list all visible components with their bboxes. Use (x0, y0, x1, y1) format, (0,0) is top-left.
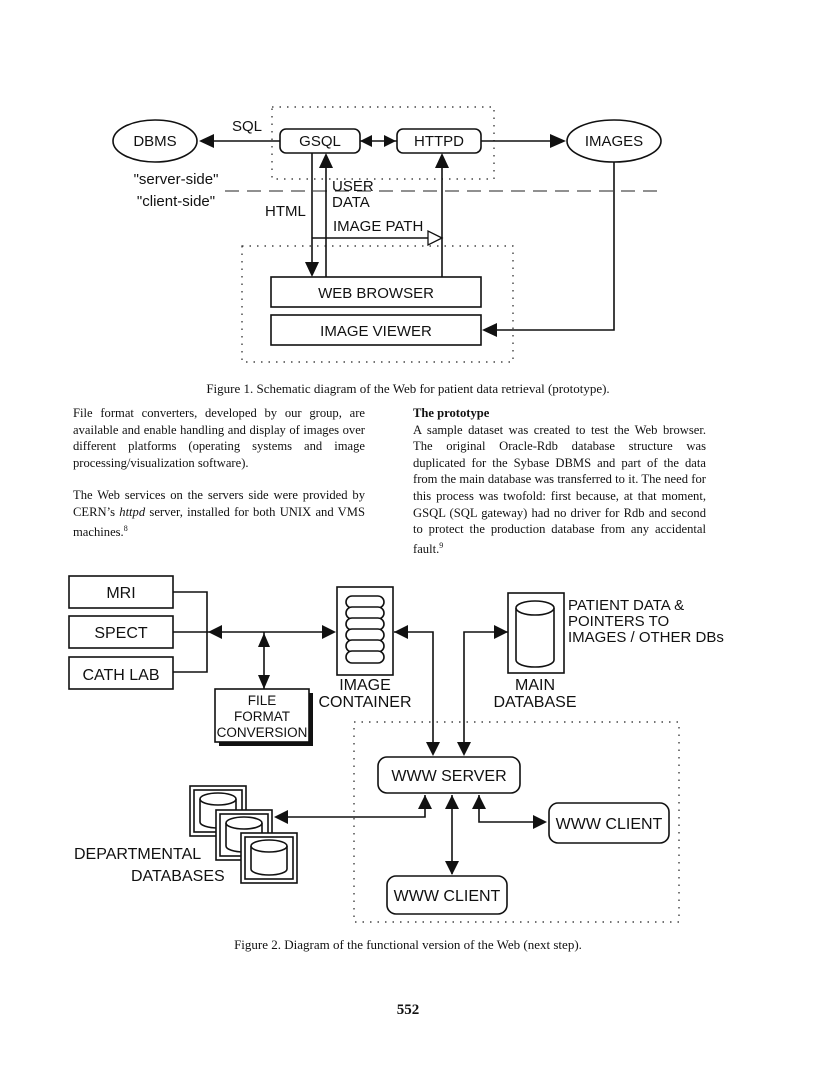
patient-data-line-1: PATIENT DATA & (568, 597, 684, 614)
image-container-line-1: IMAGE (339, 677, 391, 694)
server-departmental-arrowhead-up (418, 795, 432, 809)
network-region-border (353, 721, 680, 923)
httpd-images-arrowhead (550, 134, 566, 148)
www-server-label: WWW SERVER (391, 768, 506, 785)
database-server-link (463, 631, 508, 752)
main-database-line-2: DATABASE (494, 694, 577, 711)
gsql-label: GSQL (299, 133, 341, 150)
server-region-border (271, 106, 495, 180)
www-client-bottom-node (386, 875, 508, 915)
www-client-right-label: WWW CLIENT (556, 816, 663, 833)
sql-label: SQL (232, 118, 262, 135)
server-bottom-client-arrowhead-down (445, 861, 459, 875)
modality-container-arrowhead-right (322, 625, 336, 639)
image-container-line-2: CONTAINER (318, 694, 411, 711)
database-server-arrowhead-up (494, 625, 508, 639)
departmental-line-1: DEPARTMENTAL (74, 846, 201, 863)
cath-lab-label: CATH LAB (82, 667, 159, 684)
browser-httpd-arrowhead (435, 153, 449, 168)
left-paragraph-2: The Web services on the servers side wer… (73, 487, 365, 540)
footnote-8: 8 (123, 523, 128, 533)
sql-arrowhead (199, 134, 214, 148)
client-region-border (241, 245, 514, 363)
spect-node (68, 615, 174, 649)
container-server-link (394, 631, 434, 752)
image-container-disk-stack (345, 595, 385, 664)
html-arrowhead (305, 262, 319, 277)
left-paragraph-2-a: The Web services on the servers side wer… (73, 488, 365, 519)
www-server-node (377, 756, 521, 794)
file-conversion-node (214, 688, 310, 743)
httpd-label: HTTPD (414, 133, 464, 150)
page-number: 552 (396, 1002, 420, 1018)
cath-lab-node (68, 656, 174, 690)
left-paragraph-1: File format converters, developed by our… (73, 406, 365, 470)
server-right-client-arrowhead-up (472, 795, 486, 809)
right-paragraph: A sample dataset was created to test the… (413, 422, 706, 558)
server-right-client-arrowhead-right (533, 815, 547, 829)
image-viewer-label: IMAGE VIEWER (320, 323, 432, 340)
dbms-node (112, 119, 198, 163)
image-path-label: IMAGE PATH (333, 218, 423, 235)
web-browser-label: WEB BROWSER (318, 285, 434, 302)
file-conversion-line-1: FILE (248, 693, 277, 708)
spect-label: SPECT (94, 625, 148, 642)
right-column: The prototype A sample dataset was creat… (413, 405, 706, 558)
file-conversion-line-3: CONVERSION (217, 725, 308, 740)
www-client-bottom-label: WWW CLIENT (394, 888, 501, 905)
images-label: IMAGES (585, 133, 643, 150)
left-paragraph-2-b: server, installed for both UNIX and VMS … (73, 504, 365, 539)
modality-container-arrowhead-left (208, 625, 222, 639)
departmental-line-2: DATABASES (131, 868, 225, 885)
main-database-line-1: MAIN (515, 677, 555, 694)
conversion-arrowhead-down (258, 675, 270, 689)
modality-bracket (173, 591, 208, 673)
image-path-arrowhead (427, 229, 444, 247)
server-departmental-link (286, 795, 426, 818)
dbms-label: DBMS (133, 133, 176, 150)
user-label: USER (332, 178, 374, 195)
footnote-9: 9 (439, 540, 444, 550)
patient-data-line-3: IMAGES / OTHER DBs (568, 629, 724, 646)
patient-data-line-2: POINTERS TO (568, 613, 669, 630)
mri-label: MRI (106, 585, 135, 602)
server-right-client-link (478, 795, 534, 823)
conversion-arrowhead-up (258, 633, 270, 647)
image-container-node (336, 586, 394, 676)
httpd-emphasis: httpd (119, 504, 146, 519)
images-viewer-arrowhead (482, 323, 497, 337)
server-bottom-client-arrowhead-up (445, 795, 459, 809)
right-paragraph-text: A sample dataset was created to test the… (413, 422, 706, 556)
server-departmental-arrowhead-left (274, 810, 288, 824)
container-server-arrowhead-down (426, 742, 440, 756)
web-browser-node (270, 276, 482, 308)
figure-1-caption: Figure 1. Schematic diagram of the Web f… (206, 381, 610, 396)
database-server-arrowhead-down (457, 742, 471, 756)
container-server-arrowhead-up (394, 625, 408, 639)
images-viewer-arrow (496, 162, 615, 331)
file-conversion-shadow (219, 693, 313, 746)
mri-node (68, 575, 174, 609)
file-conversion-line-2: FORMAT (234, 709, 290, 724)
main-database-cylinder (515, 600, 555, 668)
data-label: DATA (332, 194, 370, 211)
gsql-httpd-arrowhead-right (384, 135, 396, 147)
www-client-right-node (548, 802, 670, 844)
gsql-httpd-arrowhead-left (360, 135, 372, 147)
left-column: File format converters, developed by our… (73, 405, 365, 556)
client-side-label: "client-side" (137, 193, 215, 210)
html-label: HTML (265, 203, 306, 220)
figure-1-diagram: DBMS GSQL HTTPD IMAGES SQL "server-side"… (112, 106, 662, 363)
departmental-databases-stack (189, 785, 298, 884)
server-side-label: "server-side" (134, 171, 219, 188)
image-viewer-node (270, 314, 482, 346)
user-data-arrowhead (319, 153, 333, 168)
main-database-node (507, 592, 565, 674)
figure-2-caption: Figure 2. Diagram of the functional vers… (234, 937, 582, 952)
section-heading: The prototype (413, 406, 490, 420)
